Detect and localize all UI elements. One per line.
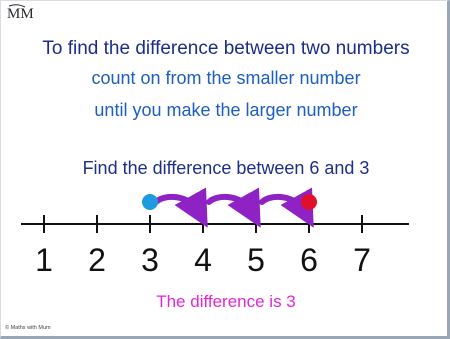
jump-arrow-5-to-6 xyxy=(259,187,314,228)
tick-label-5: 5 xyxy=(247,242,265,278)
instruction-line-1: To find the difference between two numbe… xyxy=(42,38,410,59)
logo-icon: MM xyxy=(7,4,34,22)
maths-with-mum-logo: MM xyxy=(5,4,45,22)
tick-label-7: 7 xyxy=(353,242,371,278)
tick-label-4: 4 xyxy=(194,242,212,278)
logo-text: MM xyxy=(7,6,34,22)
tick-label-2: 2 xyxy=(88,242,106,278)
jump-arrow-3-to-4 xyxy=(153,187,208,228)
start-dot xyxy=(142,194,158,210)
tick-label-1: 1 xyxy=(35,242,53,278)
tick-label-3: 3 xyxy=(141,242,159,278)
instruction-line-2: count on from the smaller number xyxy=(91,68,361,88)
question-text: Find the difference between 6 and 3 xyxy=(82,158,370,178)
copyright-text: © Maths with Mum xyxy=(5,325,51,331)
end-dot xyxy=(301,194,317,210)
instruction-line-3: until you make the larger number xyxy=(94,100,358,120)
tick-label-6: 6 xyxy=(300,242,318,278)
result-text: The difference is 3 xyxy=(156,292,296,311)
jump-arrow-4-to-5 xyxy=(206,187,261,228)
